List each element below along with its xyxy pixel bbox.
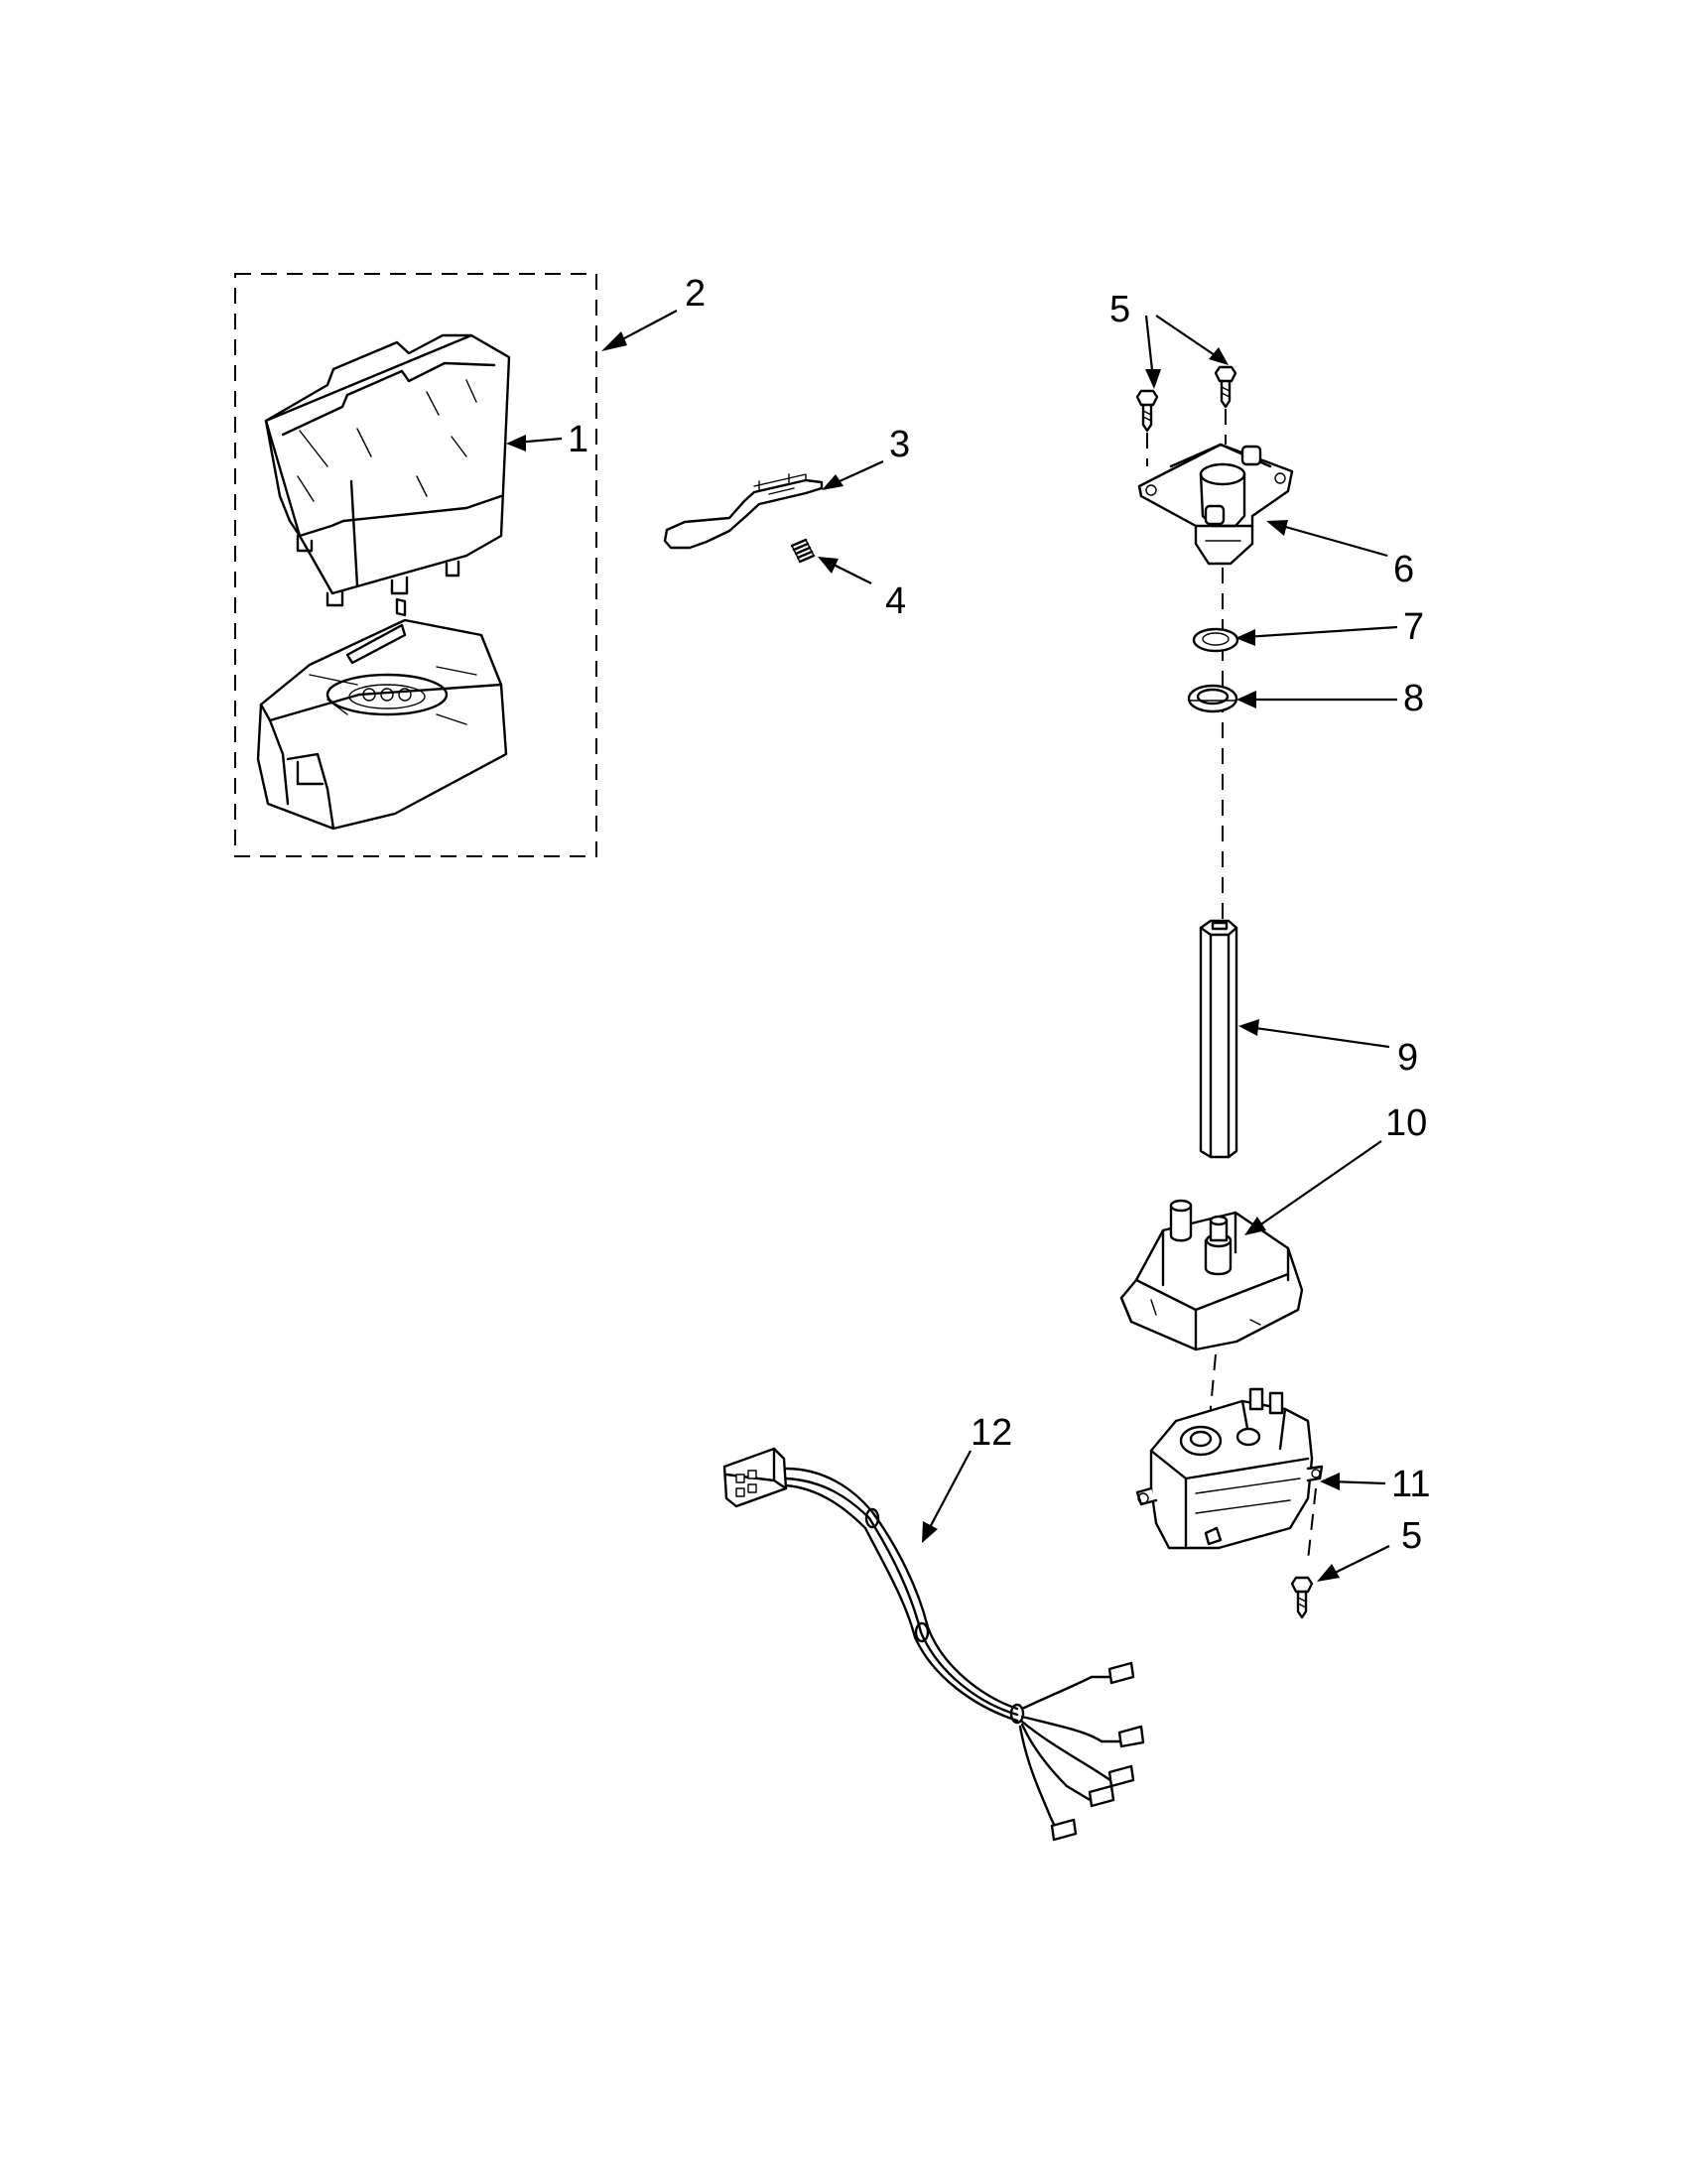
motor-cover-part[interactable] [1119, 1199, 1304, 1351]
callout-10: 10 [1385, 1102, 1427, 1144]
washer-part[interactable] [1192, 627, 1239, 653]
callout-7: 7 [1403, 606, 1424, 648]
callout-12: 12 [971, 1412, 1012, 1454]
ice-bucket-base-part[interactable] [256, 597, 508, 831]
ice-bucket-part[interactable] [264, 333, 511, 607]
bracket-part[interactable] [663, 473, 824, 550]
callout-6: 6 [1393, 549, 1414, 590]
callout-1: 1 [568, 419, 588, 460]
callout-11: 11 [1391, 1464, 1430, 1505]
hex-shaft-part[interactable] [1199, 919, 1238, 1159]
callout-5-top: 5 [1109, 289, 1130, 330]
gear-motor-part[interactable] [1135, 1387, 1324, 1550]
screw-part-top-right[interactable] [1214, 365, 1237, 409]
leader-lines [506, 310, 1398, 1582]
screw-part-bottom[interactable] [1290, 1576, 1314, 1619]
callout-3: 3 [889, 424, 910, 465]
screw-part-top-left[interactable] [1135, 389, 1159, 433]
auger-housing-part[interactable] [1137, 443, 1294, 566]
callout-8: 8 [1403, 678, 1424, 719]
motor-screw-line [1307, 1487, 1317, 1561]
callout-2: 2 [685, 273, 706, 315]
callout-4: 4 [885, 580, 906, 622]
callout-5-bottom: 5 [1401, 1515, 1422, 1557]
bearing-part[interactable] [1187, 684, 1238, 713]
wire-harness-part[interactable] [722, 1447, 1145, 1842]
spring-part[interactable] [790, 538, 816, 564]
kit-boundary-box [234, 273, 597, 857]
callout-9: 9 [1397, 1037, 1418, 1079]
